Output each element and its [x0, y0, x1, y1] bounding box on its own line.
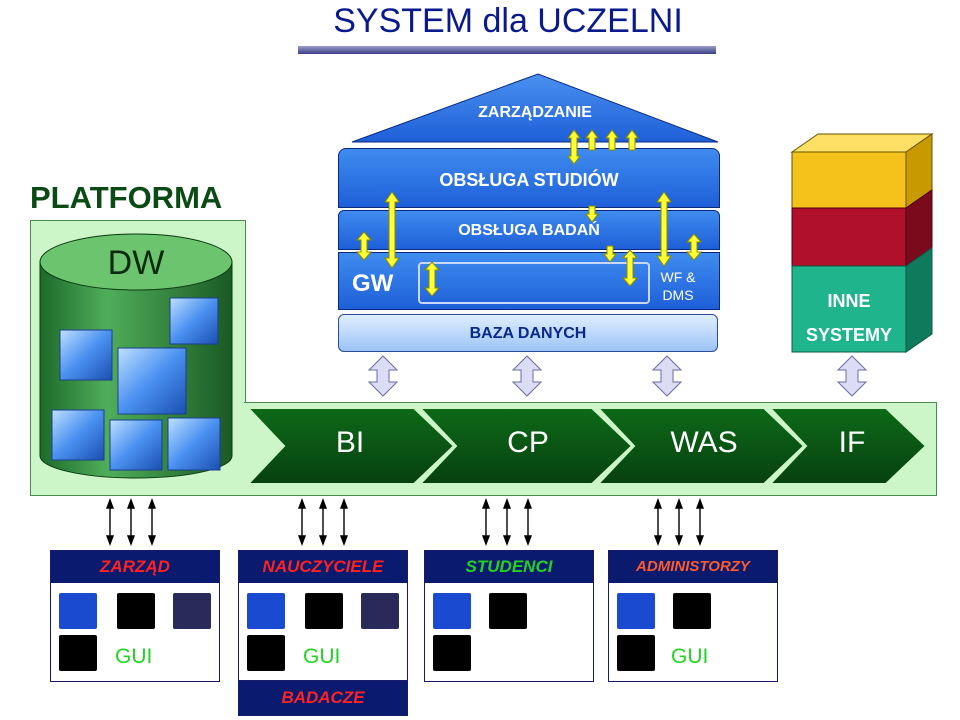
group-card-studenci: STUDENCI: [424, 550, 594, 682]
printer-shortcut-icon[interactable]: [617, 635, 655, 671]
inne-systemy-blocks: [790, 133, 934, 353]
obsluga-studiow-layer: OBSŁUGA STUDIÓW: [338, 148, 720, 208]
gui-label: GUI: [115, 645, 153, 668]
data-cubes: [51, 297, 221, 471]
dms-line: DMS: [662, 287, 694, 303]
obsluga-badan-layer: OBSŁUGA BADAŃ: [338, 210, 720, 250]
badacze-label: BADACZE: [238, 680, 408, 716]
module-was: WAS: [670, 426, 738, 459]
group-title: STUDENCI: [425, 551, 593, 583]
inne-line: INNE: [827, 291, 871, 311]
baza-danych-layer: BAZA DANYCH: [338, 314, 718, 352]
hollow-arrows: [367, 355, 868, 397]
module-cp: CP: [507, 426, 549, 459]
title-underline: [298, 46, 716, 54]
server-shortcut-icon[interactable]: [673, 593, 711, 629]
systemy-line: SYSTEMY: [805, 325, 893, 345]
platforma-label: PLATFORMA: [30, 180, 223, 215]
module-if: IF: [838, 426, 866, 459]
browser-icon[interactable]: [433, 593, 471, 629]
browser-icon[interactable]: [617, 593, 655, 629]
browser-icon[interactable]: [247, 593, 285, 629]
user-link-arrows: [105, 498, 705, 546]
group-title: NAUCZYCIELE: [239, 551, 407, 583]
wf-line: WF &: [660, 269, 696, 285]
group-card-nauczyciele: NAUCZYCIELE GUI: [238, 550, 408, 682]
server-shortcut-icon[interactable]: [305, 593, 343, 629]
server-shortcut-icon[interactable]: [117, 593, 155, 629]
gw-label: GW: [352, 270, 394, 297]
dw-label: DW: [107, 244, 165, 282]
printer-shortcut-icon[interactable]: [59, 635, 97, 671]
roof-shape: [351, 73, 719, 143]
gui-label: GUI: [303, 645, 341, 668]
module-chevrons: [245, 407, 928, 485]
printer-shortcut-icon[interactable]: [433, 635, 471, 671]
group-card-administorzy: ADMINISTORZY GUI: [608, 550, 778, 682]
safe-icon[interactable]: [361, 593, 399, 629]
safe-icon[interactable]: [173, 593, 211, 629]
gw-layer: [338, 252, 720, 310]
group-title: ZARZĄD: [51, 551, 219, 583]
printer-shortcut-icon[interactable]: [247, 635, 285, 671]
group-title: ADMINISTORZY: [609, 551, 777, 583]
gw-inner-frame: [418, 262, 650, 304]
zarzadzanie-label: ZARZĄDZANIE: [478, 104, 592, 121]
module-bi: BI: [335, 426, 365, 459]
wf-dms-label: WF & DMS: [650, 268, 706, 304]
server-shortcut-icon[interactable]: [489, 593, 527, 629]
page-title: SYSTEM dla UCZELNI: [333, 2, 683, 40]
group-card-zarzad: ZARZĄD GUI: [50, 550, 220, 682]
inne-systemy-label: INNE SYSTEMY: [792, 284, 906, 352]
browser-icon[interactable]: [59, 593, 97, 629]
gui-label: GUI: [671, 645, 709, 668]
